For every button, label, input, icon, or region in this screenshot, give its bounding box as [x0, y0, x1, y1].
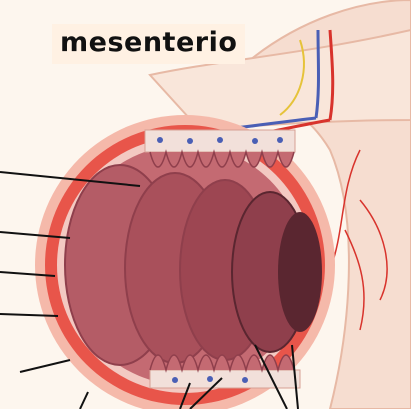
villi-bottom	[150, 355, 294, 370]
lumen-depth	[278, 212, 322, 332]
mesentery-label: mesenterio	[52, 24, 245, 64]
villi-top	[150, 152, 294, 167]
